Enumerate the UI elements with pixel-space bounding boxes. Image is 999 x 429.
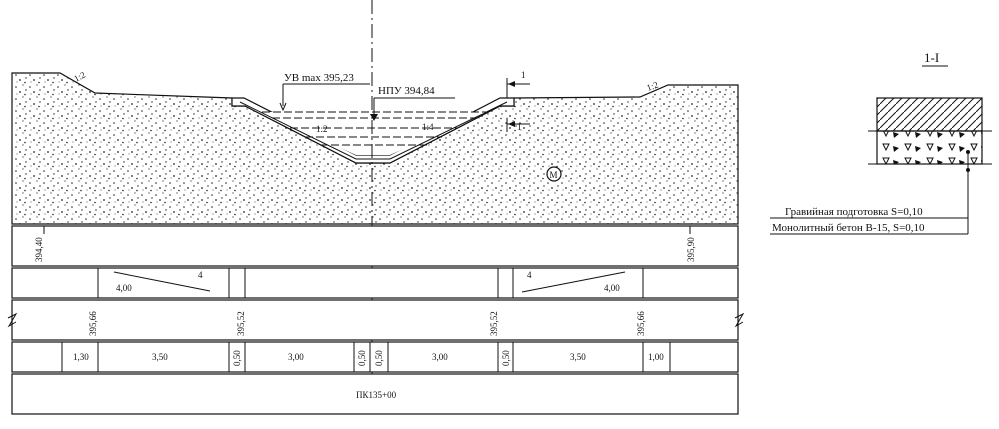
seg-2: 3,50 (152, 352, 168, 362)
lining-dimension: 1 1 (506, 70, 530, 132)
section-detail: 1-I Гравийная подготовка S=0,10 Монолитн… (770, 50, 992, 235)
row3-elev-2: 395,52 (236, 311, 246, 336)
row2-slope-left-value: 4 (198, 270, 203, 280)
layer-concrete-label: Монолитный бетон В-15, S=0,10 (772, 222, 925, 234)
seg-7: 3,00 (432, 352, 448, 362)
station-label: ПК135+00 (356, 390, 397, 400)
layer-gravel-label: Гравийная подготовка S=0,10 (785, 206, 923, 218)
row2-slope-right-len: 4,00 (604, 283, 620, 293)
water-labels: УВ max 395,23 НПУ 394,84 (279, 72, 455, 121)
section-title: 1-I (924, 50, 939, 65)
gravel-layer (876, 130, 983, 165)
dim-lower: 1 (517, 122, 522, 132)
slope-right-inner: 1:4 (422, 122, 434, 132)
slope-line-left (113, 271, 211, 292)
slope-left-inner: 1:2 (316, 124, 328, 134)
seg-8: 0,50 (501, 350, 511, 366)
soil-marker-label: М (550, 170, 558, 180)
seg-1: 1,30 (73, 352, 89, 362)
row3-elev-3: 395,52 (489, 311, 499, 336)
concrete-layer (876, 97, 983, 132)
slope-left-top: 1:2 (72, 70, 87, 84)
profile-table: 394,40 395,90 4 4,00 4 4,00 395,66 395,5… (7, 225, 745, 415)
row1-elev-left: 394,40 (34, 237, 44, 262)
soil-marker-circle (546, 166, 562, 182)
row2-slope-left-len: 4,00 (116, 283, 132, 293)
slope-line-right (521, 271, 626, 293)
row3-elev-4: 395,66 (636, 311, 646, 336)
slope-right-top: 1:2 (645, 80, 659, 93)
npu-label: НПУ 394,84 (378, 85, 435, 97)
seg-9: 3,50 (570, 352, 586, 362)
water-max-label: УВ max 395,23 (284, 72, 354, 84)
row1-elev-right: 395,90 (686, 237, 696, 262)
seg-4: 3,00 (288, 352, 304, 362)
ground-profile (11, 72, 739, 225)
row3-elev-1: 395,66 (88, 311, 98, 336)
seg-6: 0,50 (374, 350, 384, 366)
seg-5: 0,50 (357, 350, 367, 366)
seg-3: 0,50 (232, 350, 242, 366)
dim-upper: 1 (521, 70, 526, 80)
row2-slope-right-value: 4 (527, 270, 532, 280)
seg-10: 1,00 (648, 352, 664, 362)
